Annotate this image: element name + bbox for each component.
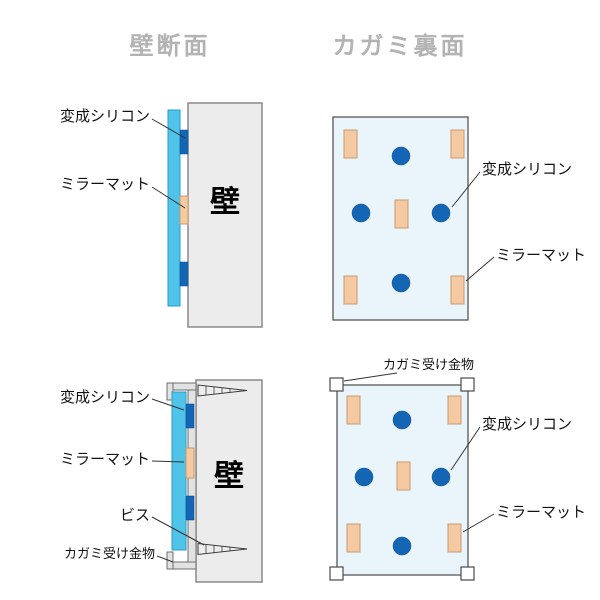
screw-icon (197, 384, 248, 397)
section-title-mirror-back: カガミ裏面 (332, 33, 468, 60)
leader-line (151, 460, 185, 463)
silicone-dab (354, 467, 374, 487)
diagram-mirror-back-bottom (329, 372, 495, 581)
mirror-mat-pad (346, 395, 361, 425)
diagram-wall-cross-section-top (151, 102, 263, 328)
leader-line (151, 398, 185, 411)
silicone-bead (179, 261, 189, 287)
silicone-dab (431, 467, 451, 487)
screw-icon (197, 542, 248, 556)
leader-line (450, 426, 481, 471)
silicone-bead (179, 129, 189, 155)
leader-line (151, 516, 205, 546)
silicone-bead (185, 403, 195, 429)
mirror-mat-pad (450, 275, 465, 305)
label-silicone: 変成シリコン (482, 161, 573, 178)
hardware-clip (460, 566, 475, 581)
silicone-dab (392, 536, 412, 556)
leader-line (451, 171, 481, 208)
screw-body (197, 384, 248, 397)
hardware-clip (460, 377, 475, 392)
mirror-mat-pad (343, 275, 358, 305)
silicone-bead (185, 495, 195, 521)
mirror-mat-pad (346, 523, 361, 553)
silicone-dab (392, 410, 412, 430)
section-title-wall-cross-section: 壁断面 (129, 33, 211, 60)
label-hardware: カガミ受け金物 (63, 546, 155, 561)
label-mirror-mat: ミラーマット (59, 176, 150, 193)
mirror-mat-pad (450, 129, 465, 159)
label-wall: 壁 (210, 186, 240, 219)
diagram-mirror-back-top (332, 116, 495, 321)
silicone-dab (351, 203, 371, 223)
mirror-mat-pad (394, 199, 409, 229)
hardware-clip (329, 566, 344, 581)
label-silicone: 変成シリコン (59, 108, 150, 125)
label-hardware: カガミ受け金物 (383, 357, 475, 372)
label-silicone: 変成シリコン (59, 389, 150, 406)
leader-line (151, 186, 186, 209)
mirror-mat-pad (179, 195, 189, 225)
mirror-mat-pad (396, 461, 411, 491)
label-screw: ビス (119, 507, 150, 524)
label-mirror-mat: ミラーマット (496, 247, 587, 264)
silicone-dab (391, 273, 411, 293)
diagram-wall-cross-section-bottom (151, 379, 263, 583)
leader-line (465, 256, 495, 282)
silicone-dab (391, 146, 411, 166)
leader-line (156, 555, 174, 563)
mirror-glass-edge (167, 109, 181, 307)
leader-line (151, 118, 186, 139)
label-mirror-mat: ミラーマット (496, 504, 587, 521)
mirror-mat-pad (185, 447, 195, 479)
label-wall: 壁 (214, 460, 244, 493)
leader-line (462, 513, 495, 533)
label-mirror-mat: ミラーマット (59, 451, 150, 468)
mirror-mat-pad (447, 523, 462, 553)
mirror-glass-edge (171, 391, 187, 551)
silicone-dab (431, 203, 451, 223)
hardware-clip (329, 377, 344, 392)
mirror-mat-pad (343, 129, 358, 159)
leader-line (343, 372, 398, 382)
wall-rect (187, 102, 263, 328)
screw-body (197, 542, 248, 556)
mirror-mat-pad (447, 395, 462, 425)
label-silicone: 変成シリコン (482, 416, 573, 433)
